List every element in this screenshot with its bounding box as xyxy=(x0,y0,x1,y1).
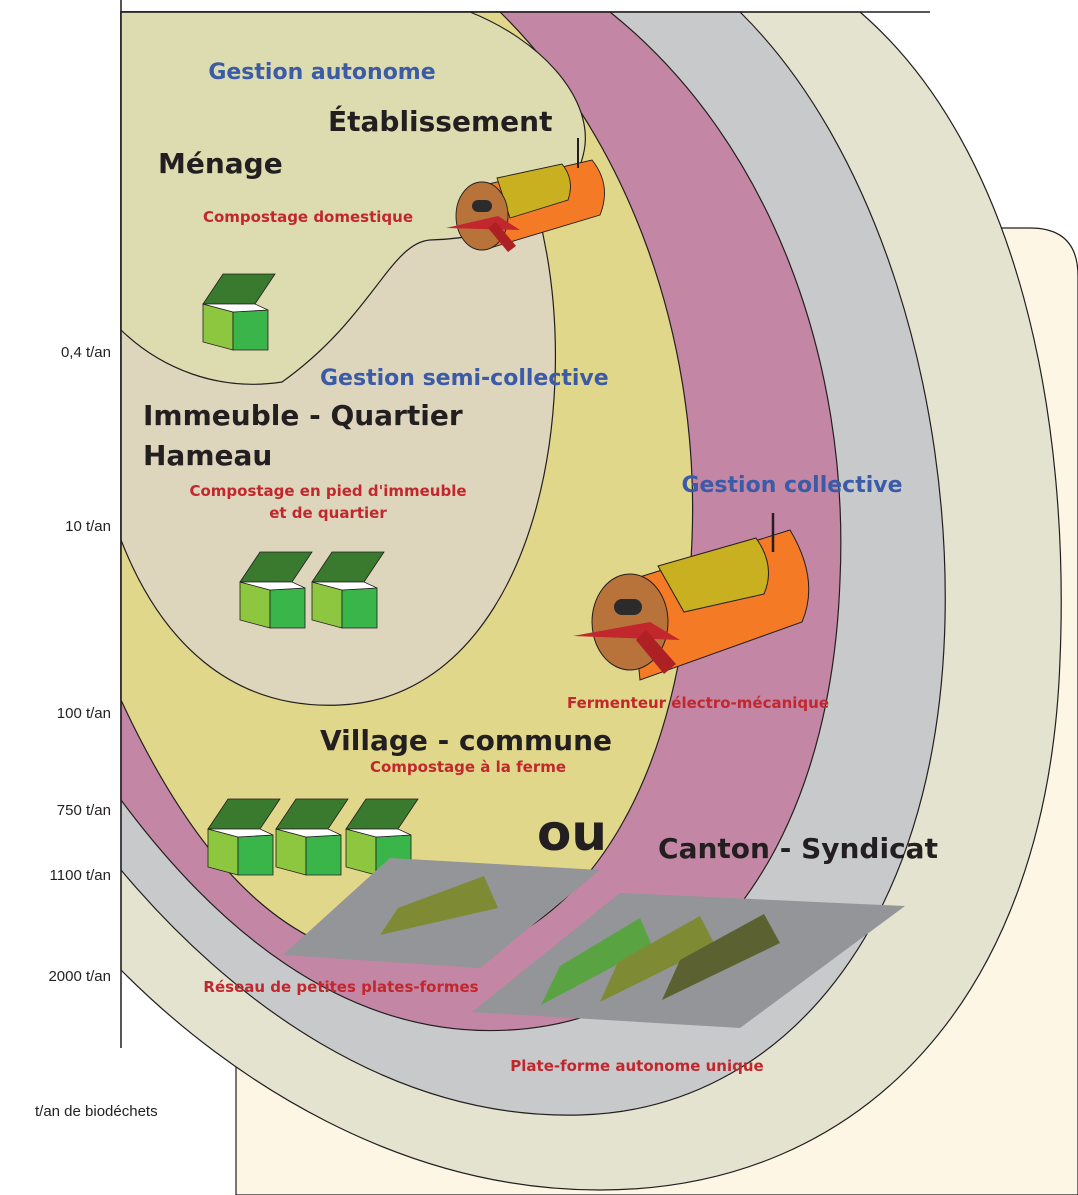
axis-tick-label: 0,4 t/an xyxy=(61,344,111,361)
bin-icon xyxy=(275,798,349,876)
bin-icon xyxy=(239,551,313,629)
large-platform-icon xyxy=(472,893,905,1028)
method-label-compostage-domestique: Compostage domestique xyxy=(203,208,413,226)
bin-icon xyxy=(311,551,385,629)
scale-label-village-commune: Village - commune xyxy=(320,724,612,757)
axis-tick-label: 750 t/an xyxy=(57,802,111,819)
zone-label-autonome: Gestion autonome xyxy=(208,60,435,85)
bin-icon xyxy=(202,273,276,351)
scale-label-hameau: Hameau xyxy=(143,439,272,472)
scale-label-immeuble-quartier: Immeuble - Quartier xyxy=(143,399,463,432)
scale-label-canton-syndicat: Canton - Syndicat xyxy=(658,832,938,865)
fermenter-icon xyxy=(573,513,810,681)
axis-tick-label: 1100 t/an xyxy=(50,867,111,884)
method-label-pied-immeuble-1: Compostage en pied d'immeuble xyxy=(189,482,466,500)
axis-tick-label: 100 t/an xyxy=(57,705,111,722)
bin-icon xyxy=(207,798,281,876)
axis-label: t/an de biodéchets xyxy=(35,1103,158,1120)
method-label-reseau-plateformes: Réseau de petites plates-formes xyxy=(203,978,478,996)
scale-label-menage: Ménage xyxy=(158,147,283,180)
small-platform-icon xyxy=(283,858,600,968)
fermenter-icon xyxy=(446,138,605,252)
method-label-compostage-ferme: Compostage à la ferme xyxy=(370,758,566,776)
method-label-fermenteur: Fermenteur électro-mécanique xyxy=(567,694,829,712)
axis-tick-label: 2000 t/an xyxy=(48,968,111,985)
zone-label-collective: Gestion collective xyxy=(681,473,902,498)
axis-tick-label: 10 t/an xyxy=(65,518,111,535)
method-label-pied-immeuble-2: et de quartier xyxy=(269,504,387,522)
method-label-plateforme-unique: Plate-forme autonome unique xyxy=(510,1057,763,1075)
zone-label-semi-collective: Gestion semi-collective xyxy=(320,366,609,391)
scale-label-etablissement: Établissement xyxy=(328,104,552,138)
or-label: ou xyxy=(537,804,607,862)
